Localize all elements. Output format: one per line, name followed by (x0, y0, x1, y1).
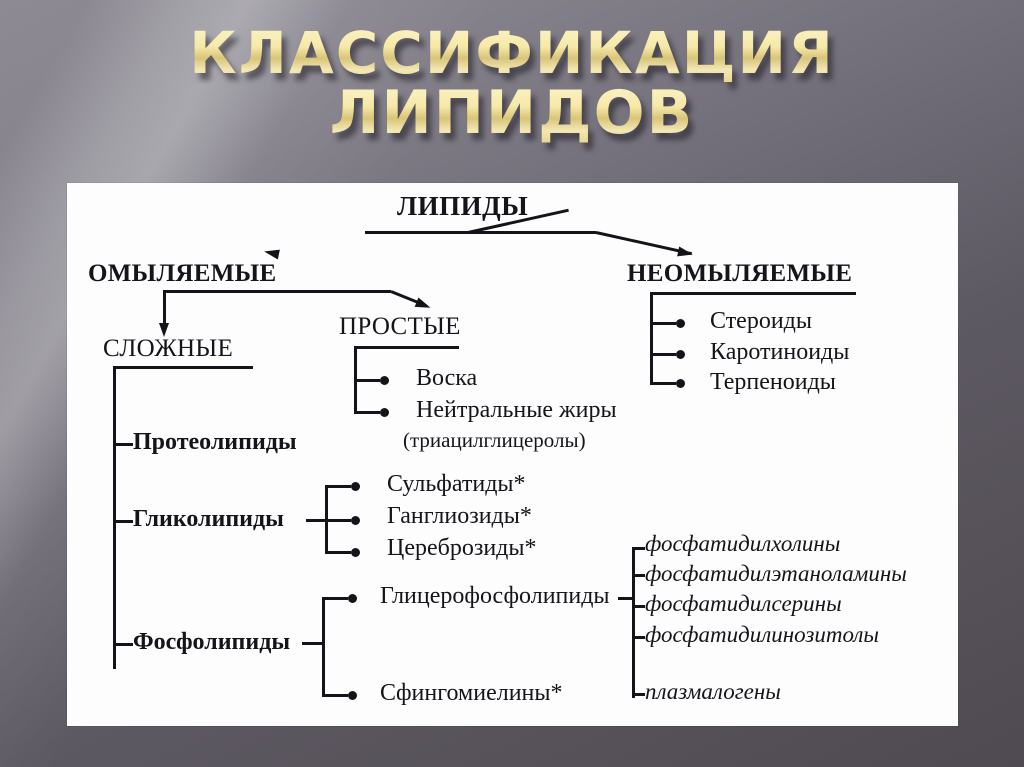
title-line-1: КЛАССИФИКАЦИЯ (0, 23, 1024, 83)
bullet-terpenoids (676, 379, 685, 388)
bullet-glycerophospholipids (348, 594, 357, 603)
connector-carotenoids (650, 353, 676, 356)
node-phosphatidylcholines: фосфатидилхолины (645, 531, 841, 556)
connector-proteolipids (113, 443, 133, 446)
bullet-cerebrosides (351, 548, 360, 557)
connector-phospholipids-bracket-vertical (322, 597, 325, 697)
node-lipids: ЛИПИДЫ (397, 191, 529, 221)
connector-terpenoids (650, 382, 676, 385)
arrowhead-simple (414, 297, 433, 313)
page-title: КЛАССИФИКАЦИЯ ЛИПИДОВ (0, 23, 1024, 144)
connector-nonsaponifiable-vertical (650, 292, 653, 385)
node-glycolipids: Гликолипиды (133, 506, 284, 532)
node-plasmalogens: плазмалогены (645, 679, 781, 704)
connector-sphingomyelins (322, 694, 348, 697)
node-phosphatidylserines: фосфатидилсерины (645, 591, 842, 616)
node-neutral-fats: Нейтральные жиры (416, 397, 617, 423)
node-cerebrosides: Цереброзиды* (387, 535, 537, 561)
connector-waxes (354, 379, 380, 382)
connector-glycerophospholipids (322, 597, 348, 600)
node-steroids: Стероиды (710, 308, 813, 334)
connector-root-horizontal (365, 231, 596, 234)
node-phospholipids: Фосфолипиды (133, 629, 291, 655)
connector-complex-horizontal (113, 366, 253, 369)
bullet-steroids (676, 319, 685, 328)
connector-simple-horizontal (354, 346, 459, 349)
connector-sulfatides (325, 485, 351, 488)
bullet-waxes (380, 376, 389, 385)
connector-glycolipids-bracket-stem (306, 519, 325, 522)
arrowhead-complex (159, 323, 169, 337)
node-complex: СЛОЖНЫЕ (103, 335, 234, 362)
connector-saponifiable-horizontal (163, 290, 391, 293)
diagram-panel: ЛИПИДЫ ОМЫЛЯЕМЫЕ СЛОЖНЫЕ Протеолипиды Гл… (67, 183, 958, 726)
connector-cerebrosides (325, 551, 351, 554)
connector-nonsaponifiable-horizontal (650, 292, 856, 295)
node-carotenoids: Каротиноиды (710, 339, 850, 365)
arrowhead-nonsaponifiable (677, 246, 694, 260)
connector-glycolipids (113, 520, 133, 523)
node-simple: ПРОСТЫЕ (339, 313, 461, 340)
connector-phospholipids (113, 643, 133, 646)
connector-gpl-list-stem (618, 597, 632, 600)
connector-gpl-list-vertical (632, 547, 635, 698)
bullet-sphingomyelins (348, 691, 357, 700)
node-sulfatides: Сульфатиды* (387, 471, 526, 497)
arrowhead-saponifiable (263, 246, 280, 260)
connector-phosphatidylethanolamines (632, 574, 645, 577)
node-gangliosides: Ганглиозиды* (387, 503, 532, 529)
node-glycerophospholipids: Глицерофосфолипиды (380, 583, 610, 609)
connector-phosphatidylcholines (632, 547, 645, 550)
connector-plasmalogens (632, 693, 645, 696)
bullet-sulfatides (351, 482, 360, 491)
node-proteolipids: Протеолипиды (133, 429, 297, 455)
bullet-gangliosides (351, 516, 360, 525)
connector-saponifiable-down-complex (163, 290, 166, 325)
bullet-carotenoids (676, 350, 685, 359)
bullet-neutral-fats (380, 408, 389, 417)
connector-phospholipids-bracket-stem (302, 642, 322, 645)
connector-phosphatidylinositols (632, 636, 645, 639)
node-phosphatidylethanolamines: фосфатидилэтаноламины (645, 561, 907, 586)
node-terpenoids: Терпеноиды (710, 369, 836, 395)
node-saponifiable: ОМЫЛЯЕМЫЕ (88, 260, 277, 287)
connector-gangliosides (325, 519, 351, 522)
node-waxes: Воска (416, 365, 478, 391)
title-line-2: ЛИПИДОВ (0, 82, 1024, 144)
node-nonsaponifiable: НЕОМЫЛЯЕМЫЕ (627, 260, 853, 287)
connector-steroids (650, 322, 676, 325)
connector-phosphatidylserines (632, 605, 645, 608)
node-neutral-fats-subtitle: (триацилглицеролы) (403, 428, 586, 452)
node-phosphatidylinositols: фосфатидилинозитолы (645, 622, 879, 647)
connector-neutral-fats (354, 411, 380, 414)
node-sphingomyelins: Сфингомиелины* (380, 680, 563, 706)
connector-complex-vertical (113, 366, 116, 669)
